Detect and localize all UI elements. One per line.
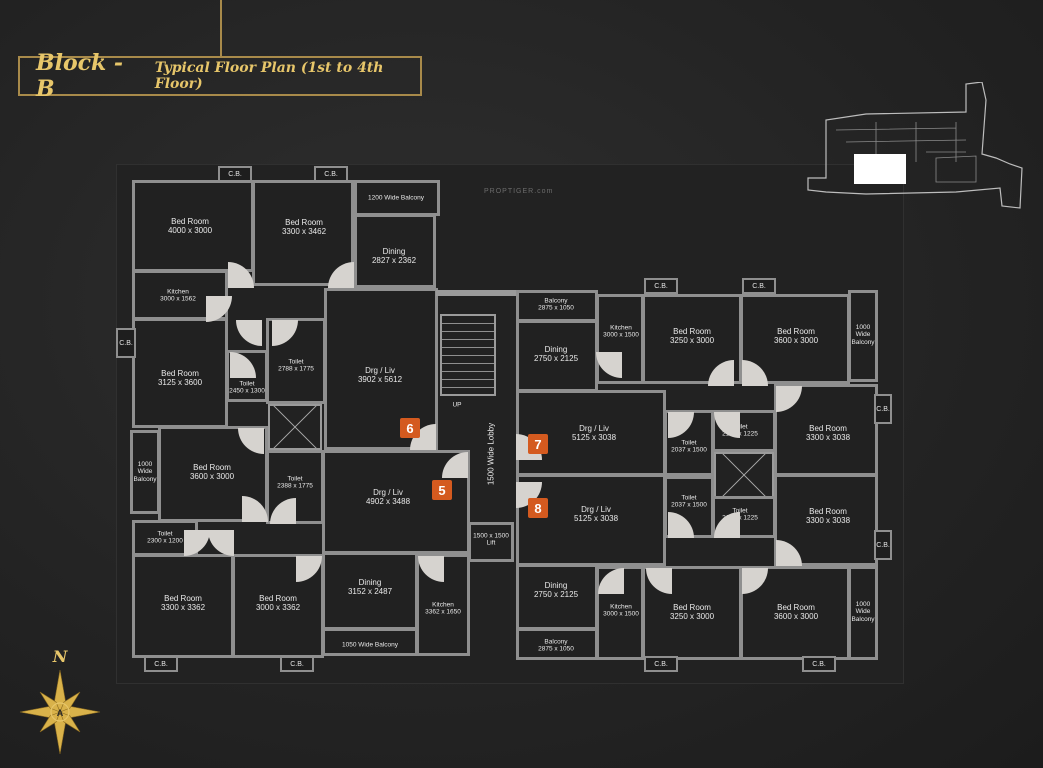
drg-liv-5125-top [516, 390, 666, 476]
toilet-2037-bottom-label: Toilet 2037 x 1500 [671, 494, 707, 509]
cupboard: C.B. [874, 394, 892, 424]
dining-2750-bottom-label: Dining 2750 x 2125 [533, 580, 579, 599]
bedroom-3600-top-right-label: Bed Room 3600 x 3000 [773, 326, 819, 345]
bedroom-3600-bottom-right [740, 566, 850, 660]
balcony-2875-bottom-label: Balcony 2875 x 1050 [538, 638, 574, 653]
title-leader-line [220, 0, 222, 56]
balcony-1200-label: 1200 Wide Balcony [367, 194, 425, 202]
bedroom-3300-3362-label: Bed Room 3300 x 3362 [160, 593, 206, 612]
cupboard: C.B. [116, 328, 136, 358]
bedroom-4000 [132, 180, 254, 272]
lift [468, 522, 514, 562]
compass-center-label: A [57, 708, 64, 718]
cupboard: C.B. [280, 656, 314, 672]
watermark: PROPTIGER.com [484, 188, 554, 195]
cupboard: C.B. [644, 656, 678, 672]
balcony-1000-right-bottom [848, 566, 878, 660]
drg-liv-4902-label: Drg / Liv 4902 x 3488 [365, 487, 411, 506]
block-b-highlight [854, 154, 906, 184]
dining-2750-top-label: Dining 2750 x 2125 [533, 344, 579, 363]
cupboard: C.B. [802, 656, 836, 672]
cupboard: C.B. [218, 166, 252, 182]
block-subtitle: Typical Floor Plan (1st to 4th Floor) [154, 60, 384, 92]
bedroom-4000-label: Bed Room 4000 x 3000 [167, 216, 213, 235]
drg-liv-5125-bottom-label: Drg / Liv 5125 x 3038 [573, 504, 619, 523]
kitchen-3000-1500-bottom-label: Kitchen 3000 x 1500 [603, 603, 639, 618]
title-banner: Block - B Typical Floor Plan (1st to 4th… [18, 50, 422, 102]
bedroom-3125 [132, 318, 228, 428]
toilet-2037-top-label: Toilet 2037 x 1500 [671, 439, 707, 454]
duct-shaft-left [268, 404, 322, 450]
bedroom-3000-3362-label: Bed Room 3000 x 3362 [255, 593, 301, 612]
bedroom-3125-label: Bed Room 3125 x 3600 [157, 368, 203, 387]
bedroom-3300-3038-bottom-label: Bed Room 3300 x 3038 [805, 506, 851, 525]
bedroom-3600-bottom-right-label: Bed Room 3600 x 3000 [773, 602, 819, 621]
balcony-1050-label: 1050 Wide Balcony [341, 641, 399, 649]
bedroom-3300-3038-top-label: Bed Room 3300 x 3038 [805, 423, 851, 442]
kitchen-3362-label: Kitchen 3362 x 1650 [425, 601, 461, 616]
bedroom-3300-3362 [132, 554, 234, 658]
drg-liv-3902-label: Drg / Liv 3902 x 5612 [357, 365, 403, 384]
duct-shaft-right [714, 452, 774, 498]
lift-label: 1500 x 1500 Lift [473, 532, 509, 547]
north-compass-icon: N A [19, 647, 101, 755]
stair-up-label: UP [452, 401, 462, 409]
drg-liv-5125-top-label: Drg / Liv 5125 x 3038 [571, 423, 617, 442]
cupboard: C.B. [144, 656, 178, 672]
balcony-2875-top-label: Balcony 2875 x 1050 [538, 297, 574, 312]
dining-2827 [354, 214, 436, 288]
lobby-label: 1500 Wide Lobby [486, 422, 496, 486]
balcony-1000-right-bottom-label: 1000 Wide Balcony [851, 600, 875, 623]
bedroom-3250-bottom-label: Bed Room 3250 x 3000 [669, 602, 715, 621]
toilet-2300-label: Toilet 2300 x 1200 [147, 530, 183, 545]
unit-marker-5: 5 [432, 480, 452, 500]
toilet-2788-label: Toilet 2788 x 1775 [278, 358, 314, 373]
bedroom-3300-3462-label: Bed Room 3300 x 3462 [281, 217, 327, 236]
balcony-1000-right-top [848, 290, 878, 382]
unit-marker-6: 6 [400, 418, 420, 438]
bedroom-3600-left-label: Bed Room 3600 x 3000 [189, 462, 235, 481]
kitchen-3000-1500-top-label: Kitchen 3000 x 1500 [603, 324, 639, 339]
unit-marker-8: 8 [528, 498, 548, 518]
dining-3152-label: Dining 3152 x 2487 [347, 577, 393, 596]
balcony-1000-left-label: 1000 Wide Balcony [133, 460, 157, 483]
core-top-wall [436, 290, 518, 296]
block-title: Block - B [36, 50, 124, 102]
staircase [440, 314, 496, 396]
toilet-2388-label: Toilet 2388 x 1775 [277, 475, 313, 490]
unit-marker-7: 7 [528, 434, 548, 454]
bedroom-3250-top-label: Bed Room 3250 x 3000 [669, 326, 715, 345]
cupboard: C.B. [874, 530, 892, 560]
kitchen-3000-1562-label: Kitchen 3000 x 1562 [160, 288, 196, 303]
toilet-2450-label: Toilet 2450 x 1300 [229, 380, 265, 395]
balcony-1050 [322, 628, 418, 656]
cupboard: C.B. [742, 278, 776, 294]
cupboard: C.B. [314, 166, 348, 182]
dining-2827-label: Dining 2827 x 2362 [371, 246, 417, 265]
compass-north-label: N [52, 647, 69, 666]
balcony-1000-right-top-label: 1000 Wide Balcony [851, 323, 875, 346]
cupboard: C.B. [644, 278, 678, 294]
site-key-plan [807, 82, 1023, 209]
